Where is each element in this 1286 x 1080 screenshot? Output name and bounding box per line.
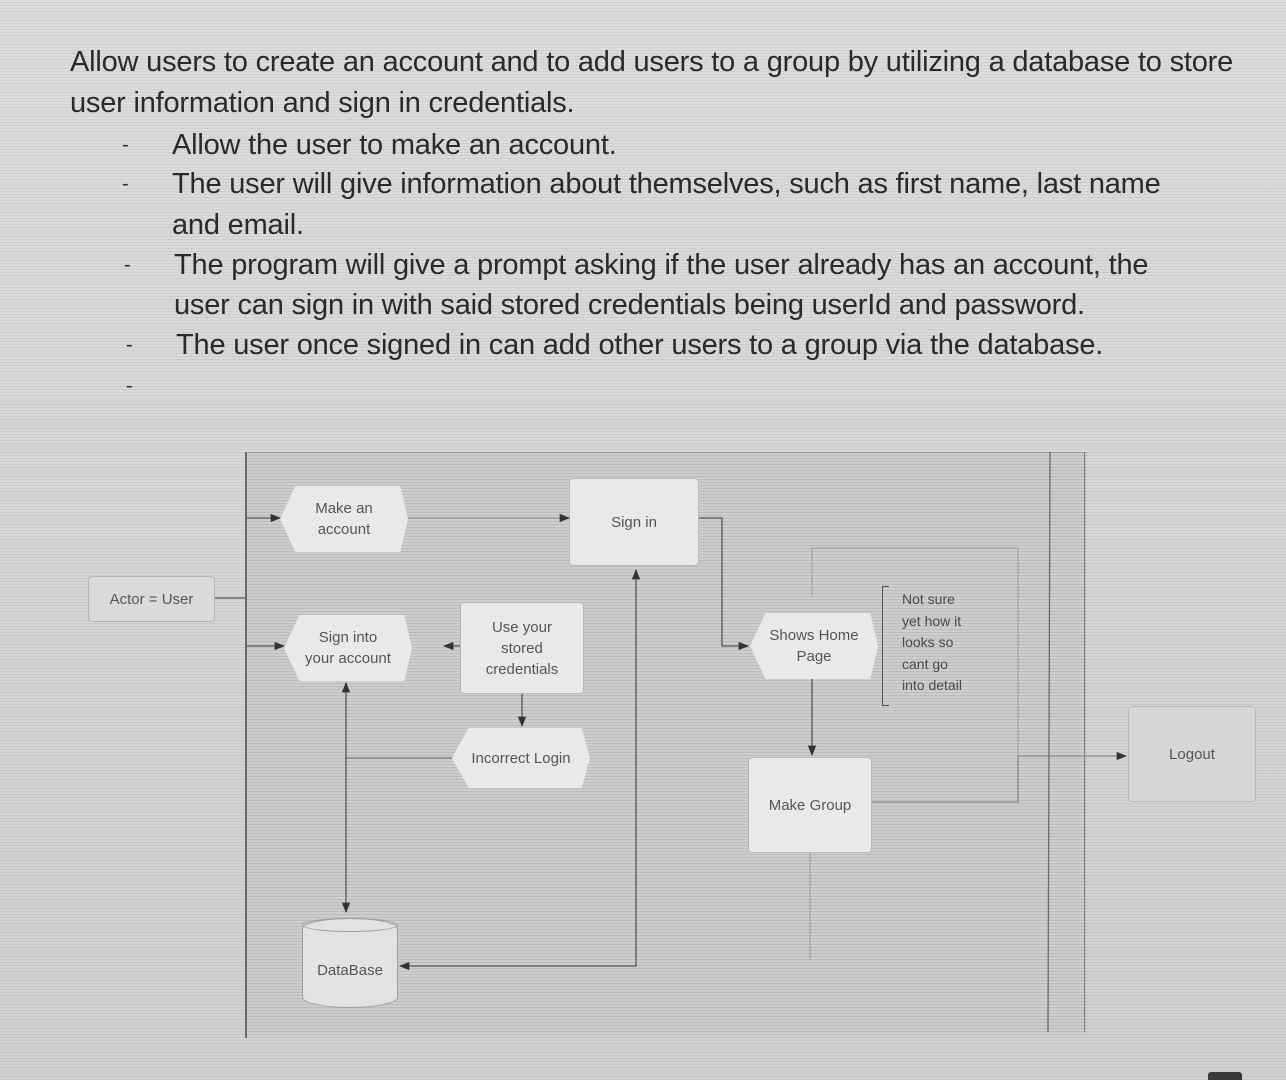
- node-label: DataBase: [317, 961, 383, 979]
- node-label: Sign in: [611, 513, 657, 531]
- node-make-account: Make an account: [280, 486, 408, 552]
- actor-user-box: Actor = User: [88, 576, 215, 622]
- bullet-dash: -: [126, 375, 133, 397]
- actor-label: Actor = User: [109, 590, 194, 608]
- bullet-text: The program will give a prompt asking if…: [174, 249, 1149, 281]
- node-sign-into-account: Sign into your account: [284, 615, 412, 681]
- bullet-dash: -: [124, 254, 131, 276]
- node-sign-in: Sign in: [569, 478, 699, 566]
- node-note-annotation: Not sure yet how it looks so cant go int…: [902, 588, 1002, 698]
- node-label: Make an account: [315, 500, 373, 538]
- monitor-bezel-edge: [1208, 1072, 1242, 1080]
- bullet-text: The user will give information about the…: [172, 168, 1161, 200]
- node-label: Logout: [1169, 745, 1215, 763]
- bullet-dash: -: [122, 173, 129, 195]
- node-use-stored-credentials: Use your stored credentials: [460, 602, 584, 694]
- node-shows-home-page: Shows Home Page: [750, 613, 878, 679]
- database-cylinder-top: [302, 918, 398, 932]
- node-incorrect-login: Incorrect Login: [452, 728, 590, 788]
- node-database: DataBase: [302, 918, 398, 1008]
- node-label: Incorrect Login: [471, 749, 571, 767]
- diagram-border: [1084, 452, 1085, 1032]
- intro-paragraph: Allow users to create an account and to …: [70, 46, 1234, 119]
- node-logout: Logout: [1128, 706, 1256, 802]
- node-make-group: Make Group: [748, 757, 872, 853]
- bullet-dash: -: [122, 134, 129, 156]
- node-label: Make Group: [768, 796, 852, 814]
- bullet-text: and email.: [172, 209, 304, 241]
- note-bracket: [882, 586, 889, 706]
- bullet-dash: -: [126, 334, 133, 356]
- node-label: Sign into your account: [305, 629, 391, 667]
- bullet-text: The user once signed in can add other us…: [176, 329, 1104, 361]
- note-text: Not sure yet how it looks so cant go int…: [902, 591, 962, 694]
- node-label: Use your stored credentials: [485, 618, 559, 678]
- node-label: Shows Home Page: [769, 627, 859, 665]
- bullet-text: Allow the user to make an account.: [172, 129, 617, 161]
- bullet-text: user can sign in with said stored creden…: [174, 289, 1085, 321]
